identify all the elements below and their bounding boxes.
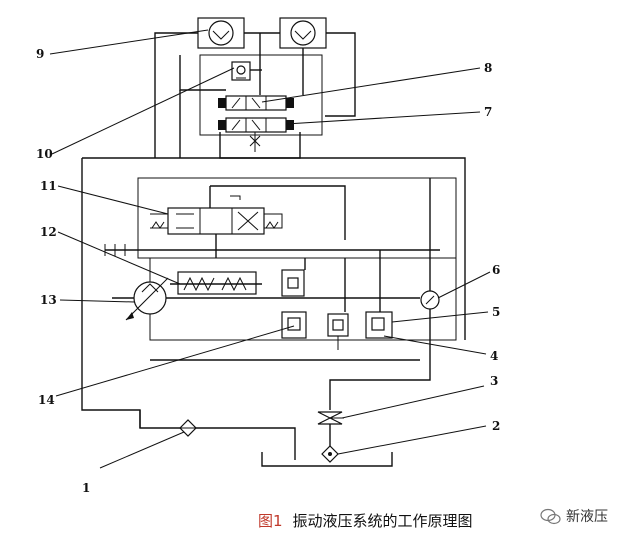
return-filter bbox=[179, 419, 197, 437]
callout-13: 13 bbox=[40, 293, 57, 307]
leader-lines bbox=[49, 29, 491, 469]
oil-tank bbox=[261, 452, 393, 467]
callout-3: 3 bbox=[490, 374, 498, 388]
callout-7: 7 bbox=[484, 105, 492, 119]
wechat-icon bbox=[540, 508, 561, 525]
watermark-text: 新液压 bbox=[566, 509, 608, 525]
figure-label: 图1 bbox=[258, 512, 283, 530]
callout-2: 2 bbox=[492, 419, 500, 433]
suction-filter bbox=[321, 445, 339, 463]
check-valve bbox=[231, 61, 251, 81]
manual-directional-valve bbox=[150, 207, 283, 235]
pressure-valve-mid bbox=[327, 313, 349, 337]
callout-11: 11 bbox=[40, 179, 57, 193]
figure-caption: 图1 振动液压系统的工作原理图 bbox=[258, 510, 473, 531]
callout-6: 6 bbox=[492, 263, 500, 277]
relief-valve-group bbox=[170, 271, 262, 295]
figure-title: 振动液压系统的工作原理图 bbox=[292, 512, 473, 530]
directional-valve-upper bbox=[218, 95, 294, 111]
callout-8: 8 bbox=[484, 61, 492, 75]
pressure-valve-upper bbox=[281, 269, 305, 297]
variable-pump bbox=[112, 277, 420, 321]
valve-block-frame bbox=[199, 54, 323, 136]
directional-valve-lower bbox=[218, 117, 294, 133]
callout-9: 9 bbox=[36, 47, 44, 61]
vibration-motor-right bbox=[279, 17, 327, 49]
callout-1: 1 bbox=[82, 481, 90, 495]
vibration-motor-left bbox=[197, 17, 245, 49]
callout-14: 14 bbox=[38, 393, 55, 407]
callout-10: 10 bbox=[36, 147, 53, 161]
callout-12: 12 bbox=[40, 225, 57, 239]
shutoff-valve bbox=[317, 411, 344, 425]
watermark: 新液压 bbox=[540, 506, 608, 526]
callout-5: 5 bbox=[492, 305, 500, 319]
callout-4: 4 bbox=[490, 349, 498, 363]
pressure-valve-14 bbox=[281, 311, 307, 339]
pressure-valve-5 bbox=[365, 311, 393, 339]
pressure-gauge bbox=[420, 290, 440, 310]
